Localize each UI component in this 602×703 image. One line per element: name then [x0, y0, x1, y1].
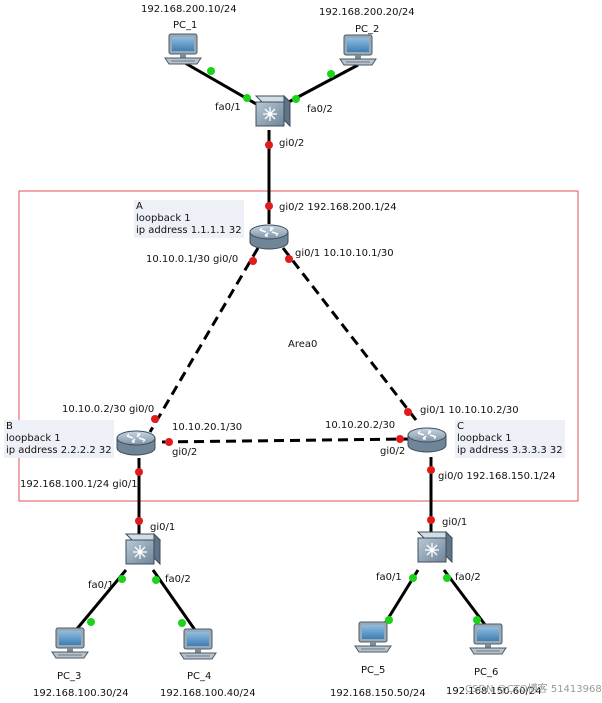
link-routerB-routerC: [161, 437, 410, 444]
router-b-label: B loopback 1 ip address 2.2.2.2 32: [4, 420, 114, 458]
port-dot: [207, 67, 215, 75]
pc6-ip: 192.168.150.60/24: [446, 686, 542, 697]
port-label: gi0/2 192.168.200.1/24: [279, 202, 397, 213]
port-dot: [404, 408, 412, 416]
dashed-links: [148, 247, 418, 444]
port-dots-up: [87, 67, 481, 627]
port-label: fa0/1: [215, 102, 241, 113]
router-c-loopback: loopback 1: [457, 433, 512, 444]
port-dot: [427, 516, 435, 524]
port-label: gi0/1: [442, 517, 468, 528]
pc-icon: [354, 621, 392, 653]
port-dot: [135, 517, 143, 525]
port-label: gi0/2: [172, 447, 198, 458]
switch-icon: [417, 531, 453, 563]
port-dot: [396, 435, 404, 443]
area0-border: [18, 190, 579, 502]
pc1-name: PC_1: [173, 20, 198, 31]
router-a-ip: ip address 1.1.1.1 32: [136, 225, 242, 236]
pc-icon: [339, 34, 377, 66]
port-dot: [265, 141, 273, 149]
pc-icon: [179, 628, 217, 660]
port-label: gi0/1: [150, 522, 176, 533]
port-dot: [409, 574, 417, 582]
link-switchB-pc3: [74, 569, 128, 631]
port-label: gi0/2: [380, 446, 406, 457]
port-label: gi0/2: [279, 138, 305, 149]
port-dot: [151, 415, 159, 423]
area-label: Area0: [288, 339, 318, 350]
port-dot: [165, 438, 173, 446]
port-dot: [385, 616, 393, 624]
port-label: 10.10.0.1/30 gi0/0: [146, 254, 239, 265]
port-label: gi0/1 10.10.10.2/30: [420, 405, 519, 416]
port-dot: [285, 255, 293, 263]
router-icon: [116, 430, 156, 456]
link-routerA-routerC: [281, 247, 418, 421]
port-label: gi0/1 10.10.10.1/30: [295, 248, 394, 259]
pc3-ip: 192.168.100.30/24: [33, 688, 129, 699]
router-icon: [407, 427, 447, 453]
router-icon: [249, 224, 289, 250]
port-label: fa0/2: [455, 572, 481, 583]
pc5-ip: 192.168.150.50/24: [330, 688, 426, 699]
port-label: 10.10.20.2/30: [325, 420, 396, 431]
port-label: fa0/1: [376, 572, 402, 583]
port-dot: [152, 576, 160, 584]
router-b-ip: ip address 2.2.2.2 32: [6, 445, 112, 456]
port-label: 10.10.20.1/30: [172, 422, 243, 433]
pc3-name: PC_3: [57, 671, 82, 682]
port-dot: [265, 202, 273, 210]
switch-icon: [255, 95, 291, 127]
port-dots-down: [135, 141, 435, 525]
pc5-name: PC_5: [361, 665, 386, 676]
pc1-ip: 192.168.200.10/24: [141, 4, 237, 15]
pc4-name: PC_4: [187, 671, 212, 682]
port-dot: [135, 468, 143, 476]
port-label: fa0/1: [88, 580, 114, 591]
port-dot: [178, 619, 186, 627]
switch-icon: [125, 533, 161, 565]
port-label: 10.10.0.2/30 gi0/0: [62, 404, 155, 415]
router-b-name: B: [6, 421, 13, 432]
port-label: fa0/2: [307, 104, 333, 115]
link-routerA-routerB: [148, 247, 260, 433]
port-dot: [292, 95, 300, 103]
port-dot: [118, 575, 126, 583]
pc-icon: [469, 623, 507, 655]
port-label: 192.168.100.1/24 gi0/1: [20, 479, 138, 490]
pc2-ip: 192.168.200.20/24: [319, 7, 415, 18]
router-c-label: C loopback 1 ip address 3.3.3.3 32: [455, 420, 565, 458]
pc2-name: PC_2: [355, 24, 380, 35]
router-c-ip: ip address 3.3.3.3 32: [457, 445, 563, 456]
port-label: gi0/0 192.168.150.1/24: [438, 471, 556, 482]
router-a-label: A loopback 1 ip address 1.1.1.1 32: [134, 200, 244, 238]
port-dot: [327, 70, 335, 78]
port-dot: [443, 574, 451, 582]
pc-icon: [164, 33, 202, 65]
port-dot: [473, 616, 481, 624]
port-dot: [249, 257, 257, 265]
pc4-ip: 192.168.100.40/24: [160, 688, 256, 699]
router-b-loopback: loopback 1: [6, 433, 61, 444]
port-dot: [243, 94, 251, 102]
pc-icon: [51, 627, 89, 659]
router-a-name: A: [136, 201, 143, 212]
watermark: CSDN @CTO博客 51413968: [465, 684, 602, 695]
router-c-name: C: [457, 421, 464, 432]
router-a-loopback: loopback 1: [136, 213, 191, 224]
port-dot: [427, 466, 435, 474]
link-switchC-pc6: [442, 569, 491, 631]
pc6-name: PC_6: [474, 667, 499, 678]
port-dot: [87, 618, 95, 626]
port-label: fa0/2: [165, 574, 191, 585]
